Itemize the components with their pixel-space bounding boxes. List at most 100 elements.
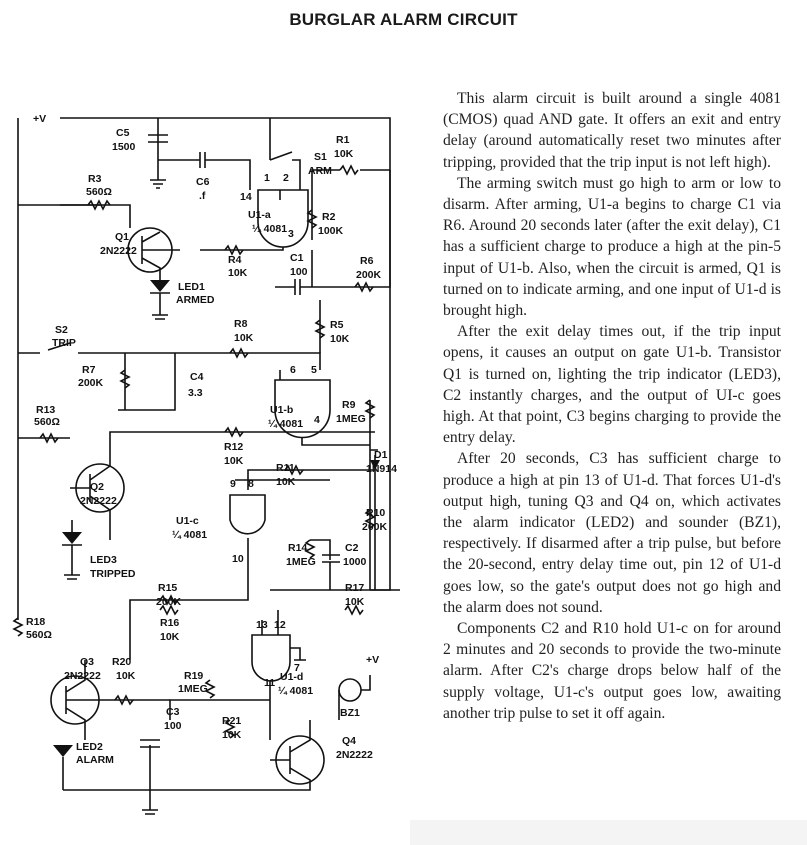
gate-u1a bbox=[257, 189, 309, 248]
label: ¼ 4081 bbox=[268, 418, 303, 430]
label: 200K bbox=[78, 377, 104, 389]
label: 1MEG bbox=[336, 413, 366, 425]
label: 2N2222 bbox=[80, 495, 117, 507]
label: R8 bbox=[234, 318, 248, 330]
label: S2 bbox=[55, 324, 68, 336]
label: 560Ω bbox=[26, 629, 52, 641]
paragraph: After 20 seconds, C3 has sufficient char… bbox=[443, 450, 781, 616]
label: 2N2222 bbox=[100, 245, 137, 257]
gate-u1d bbox=[251, 634, 291, 682]
label: 10K bbox=[234, 332, 254, 344]
label: .f bbox=[199, 190, 206, 202]
label: Q2 bbox=[90, 481, 104, 493]
label: 12 bbox=[274, 619, 286, 631]
label: ¼ 4081 bbox=[252, 223, 287, 235]
label: 2N2222 bbox=[64, 670, 101, 682]
resistor-r14 bbox=[304, 539, 316, 559]
label: ARM bbox=[308, 165, 332, 177]
label: 3 bbox=[288, 228, 294, 240]
label: 10K bbox=[334, 148, 354, 160]
resistor-r6 bbox=[354, 281, 374, 293]
label: +V bbox=[33, 113, 46, 125]
resistor-r15 bbox=[159, 594, 179, 606]
label: 200K bbox=[362, 521, 388, 533]
label: TRIP bbox=[52, 337, 76, 349]
label: 9 bbox=[230, 478, 236, 490]
label: 560Ω bbox=[34, 416, 60, 428]
label: 13 bbox=[256, 619, 268, 631]
label: 2N2222 bbox=[336, 749, 373, 761]
resistor-r4 bbox=[224, 244, 244, 256]
label: 10K bbox=[345, 596, 365, 608]
label: C3 bbox=[166, 706, 180, 718]
label: R7 bbox=[82, 364, 96, 376]
led1-icon bbox=[150, 280, 170, 292]
label: Q3 bbox=[80, 656, 94, 668]
label: C1 bbox=[290, 252, 304, 264]
resistor-r17 bbox=[344, 604, 364, 616]
label: 10K bbox=[330, 333, 350, 345]
label: Q1 bbox=[115, 231, 129, 243]
wires bbox=[12, 117, 400, 815]
label: 6 bbox=[290, 364, 296, 376]
label: R9 bbox=[342, 399, 356, 411]
label: R13 bbox=[36, 404, 55, 416]
resistor-r19 bbox=[204, 679, 216, 699]
label: LED1 bbox=[178, 281, 205, 293]
label: 560Ω bbox=[86, 186, 112, 198]
label: 100K bbox=[318, 225, 344, 237]
label: 10K bbox=[276, 476, 296, 488]
component-labels: +V C5 1500 C6 .f S1 ARM R1 10K R3 560Ω 1… bbox=[26, 113, 397, 766]
label: U1-c bbox=[176, 515, 199, 527]
label: R20 bbox=[112, 656, 131, 668]
label: R17 bbox=[345, 582, 364, 594]
resistor-r1 bbox=[339, 164, 359, 176]
resistor-r12 bbox=[224, 426, 244, 438]
label: 1000 bbox=[343, 556, 367, 568]
label: 8 bbox=[248, 478, 254, 490]
label: C5 bbox=[116, 127, 130, 139]
gate-u1b bbox=[274, 379, 331, 439]
label: 2 bbox=[283, 172, 289, 184]
label: R5 bbox=[330, 319, 344, 331]
label: C4 bbox=[190, 371, 204, 383]
label: R6 bbox=[360, 255, 374, 267]
label: D1 bbox=[374, 449, 388, 461]
label: 11 bbox=[264, 677, 275, 689]
label: R10 bbox=[366, 507, 385, 519]
resistor-r8 bbox=[229, 347, 249, 359]
resistor-r16 bbox=[159, 604, 179, 616]
label: BZ1 bbox=[340, 707, 360, 719]
label: 10K bbox=[160, 631, 180, 643]
label: U1-d bbox=[280, 671, 303, 683]
resistor-r18 bbox=[12, 617, 24, 637]
label: ALARM bbox=[76, 754, 114, 766]
gate-u1c bbox=[229, 494, 266, 535]
label: 10K bbox=[224, 455, 244, 467]
resistor-r3 bbox=[87, 199, 111, 211]
label: R19 bbox=[184, 670, 203, 682]
label: 4 bbox=[314, 414, 320, 426]
label: 1N914 bbox=[366, 463, 397, 475]
label: 10K bbox=[116, 670, 136, 682]
resistor-r9 bbox=[364, 399, 376, 419]
label: C6 bbox=[196, 176, 210, 188]
label: 1MEG bbox=[178, 683, 208, 695]
label: S1 bbox=[314, 151, 327, 163]
paragraph: The arming switch must go high to arm or… bbox=[443, 174, 781, 320]
label: C2 bbox=[345, 542, 359, 554]
label: 10K bbox=[228, 267, 248, 279]
paragraph: Components C2 and R10 hold U1-c on for a… bbox=[443, 620, 781, 722]
label: 200K bbox=[156, 596, 182, 608]
resistor-r7 bbox=[119, 369, 131, 389]
label: U1-a bbox=[248, 209, 271, 221]
label: 10K bbox=[222, 729, 242, 741]
resistor-r5 bbox=[314, 319, 326, 339]
led3-icon bbox=[62, 532, 82, 544]
label: 100 bbox=[164, 720, 182, 732]
article-text: This alarm circuit is built around a sin… bbox=[443, 88, 781, 724]
label: +V bbox=[366, 654, 379, 666]
label: R21 bbox=[222, 715, 241, 727]
label: R1 bbox=[336, 134, 350, 146]
label: U1-b bbox=[270, 404, 293, 416]
